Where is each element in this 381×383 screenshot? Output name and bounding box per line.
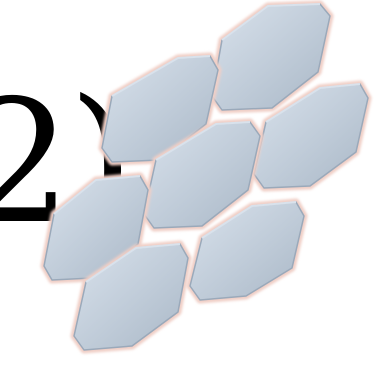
hex-tile — [73, 243, 189, 351]
hex-tile-highlight — [155, 121, 251, 161]
hex-tile-highlight — [201, 201, 297, 239]
hex-tile-highlight — [111, 55, 211, 97]
hex-tile — [143, 121, 261, 229]
hex-tile-highlight — [85, 243, 181, 283]
hex-tile — [189, 201, 305, 301]
hex-tile — [211, 3, 331, 111]
hex-tile-highlight — [221, 3, 321, 41]
hex-tile-highlight — [265, 83, 361, 123]
hex-tile-highlight — [53, 175, 141, 215]
